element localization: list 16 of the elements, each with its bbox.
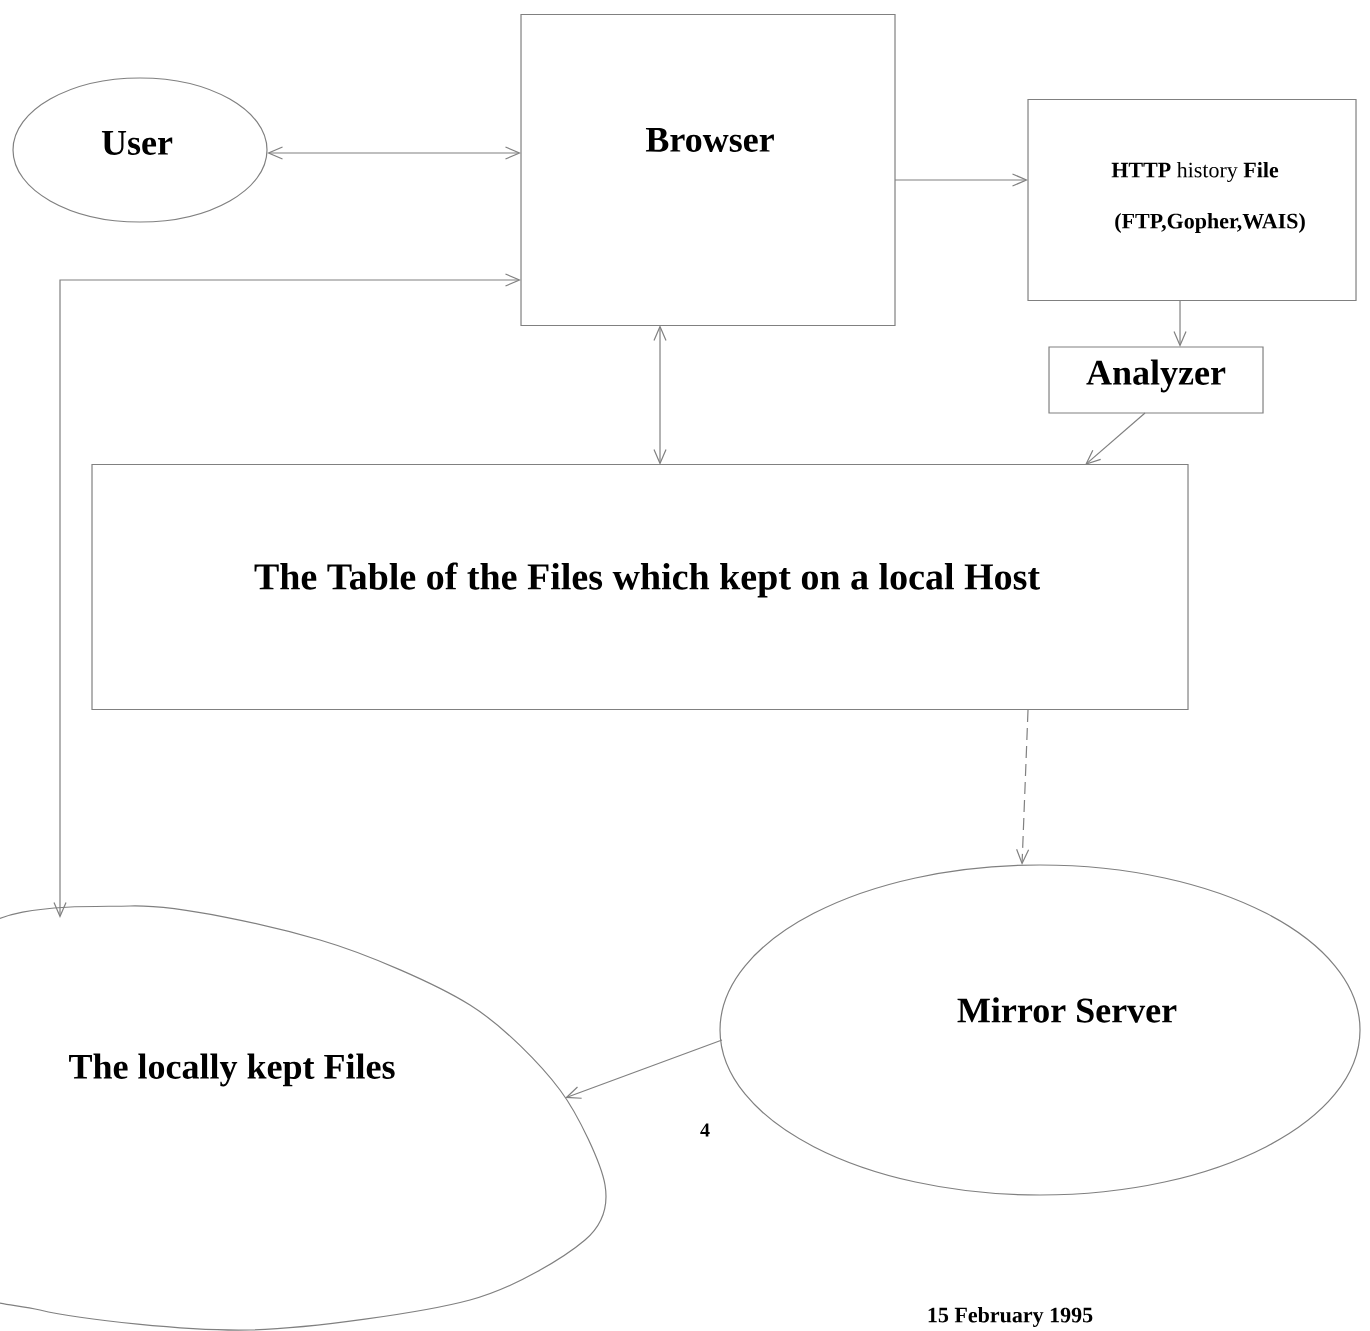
process-box: Browser [520,13,896,327]
arrow [653,325,667,465]
ellipse-node: User [12,77,268,223]
arrow [53,273,521,918]
date-text: 15 February 1995 [928,1307,1093,1327]
process-box: HTTP history File (FTP,Gopher,WAIS) [1027,98,1357,302]
arrow [894,173,1028,187]
blob-node: The locally kept Files [0,905,607,1331]
arrow [267,146,521,160]
arrow [1016,709,1030,865]
process-box: The Table of the Files which kept on a local Host [91,463,1189,711]
arrow [1173,300,1187,347]
ellipse-node: Mirror Server [719,864,1361,1196]
process-box: Analyzer [1048,346,1264,414]
arrow [565,1039,723,1099]
arrow [1085,412,1146,465]
